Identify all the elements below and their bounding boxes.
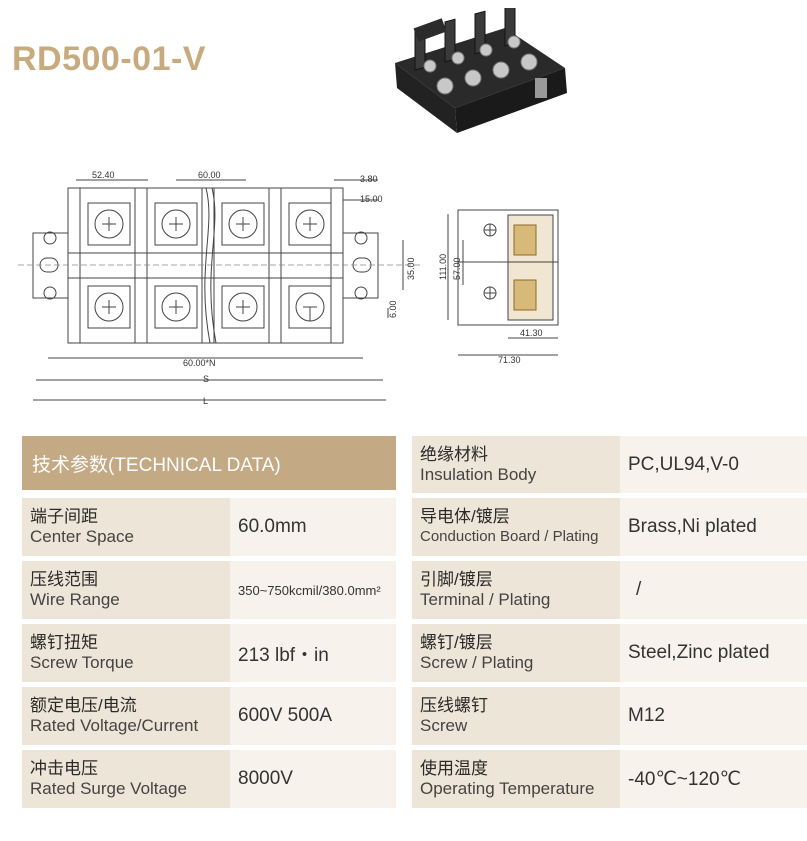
spec-label-cn: 使用温度 — [420, 759, 488, 778]
spec-label-cn: 端子间距 — [30, 507, 98, 526]
spec-value: / — [620, 561, 807, 619]
spec-label-en: Operating Temperature — [420, 779, 595, 798]
spec-label-en: Screw / Plating — [420, 653, 534, 672]
technical-data-header: 技术参数(TECHNICAL DATA) — [22, 436, 396, 490]
spec-label-cn: 引脚/镀层 — [420, 570, 493, 589]
spec-label-cn: 冲击电压 — [30, 759, 98, 778]
dim-57: 57.00 — [452, 257, 462, 280]
spec-label-cn: 压线范围 — [30, 570, 98, 589]
product-title: RD500-01-V — [12, 40, 206, 78]
side-view-drawing: 111.00 57.00 41.30 71.30 — [438, 209, 559, 365]
dim-111: 111.00 — [438, 254, 448, 280]
dim-60-00: 60.00 — [198, 170, 221, 180]
spec-label-cn: 螺钉扭矩 — [30, 633, 98, 652]
spec-value: 8000V — [230, 750, 396, 808]
dim-6-00: 6.00 — [388, 300, 398, 318]
spec-value: 600V 500A — [230, 687, 396, 745]
dim-60n: 60.00*N — [183, 358, 216, 368]
spec-value: -40℃~120℃ — [620, 750, 807, 808]
spec-label-en: Insulation Body — [420, 464, 537, 484]
spec-label-cn: 压线螺钉 — [420, 696, 488, 715]
dim-15-00: 15.00 — [360, 194, 383, 204]
dim-35-00: 35.00 — [406, 257, 416, 280]
dim-52-40: 52.40 — [92, 170, 115, 180]
spec-label-cn: 额定电压/电流 — [30, 696, 137, 715]
spec-label-cn: 螺钉/镀层 — [420, 633, 493, 652]
spec-label-cn: 绝缘材料 — [420, 444, 488, 464]
product-photo — [395, 8, 567, 133]
spec-label-en: Terminal / Plating — [420, 590, 551, 609]
spec-value: 213 lbf・in — [230, 624, 396, 682]
spec-value: 350~750kcmil/380.0mm² — [230, 561, 396, 619]
spec-label-en: Center Space — [30, 527, 134, 546]
spec-value: PC,UL94,V-0 — [620, 436, 807, 493]
spec-value: M12 — [620, 687, 807, 745]
spec-label-cn: 导电体/镀层 — [420, 507, 510, 526]
spec-label-en: Conduction Board / Plating — [420, 528, 599, 545]
spec-value: Steel,Zinc plated — [620, 624, 807, 682]
spec-label-en: Wire Range — [30, 590, 120, 609]
dim-41-30: 41.30 — [520, 328, 543, 338]
spec-label-en: Screw Torque — [30, 653, 134, 672]
spec-value: 60.0mm — [230, 498, 396, 556]
spec-label-en: Rated Surge Voltage — [30, 779, 187, 798]
front-view-drawing: 52.40 60.00 3.80 15.00 60.00*N S L 35.00… — [18, 170, 423, 406]
dim-71-30: 71.30 — [498, 355, 521, 365]
dim-3-80: 3.80 — [360, 174, 378, 184]
table-row: 导电体/镀层 Conduction Board / Plating Brass,N… — [412, 498, 807, 556]
spec-label-en: Rated Voltage/Current — [30, 716, 199, 735]
dim-l: L — [203, 396, 208, 406]
spec-value: Brass,Ni plated — [620, 498, 807, 556]
dim-s: S — [203, 374, 209, 384]
spec-label-en: Screw — [420, 716, 468, 735]
